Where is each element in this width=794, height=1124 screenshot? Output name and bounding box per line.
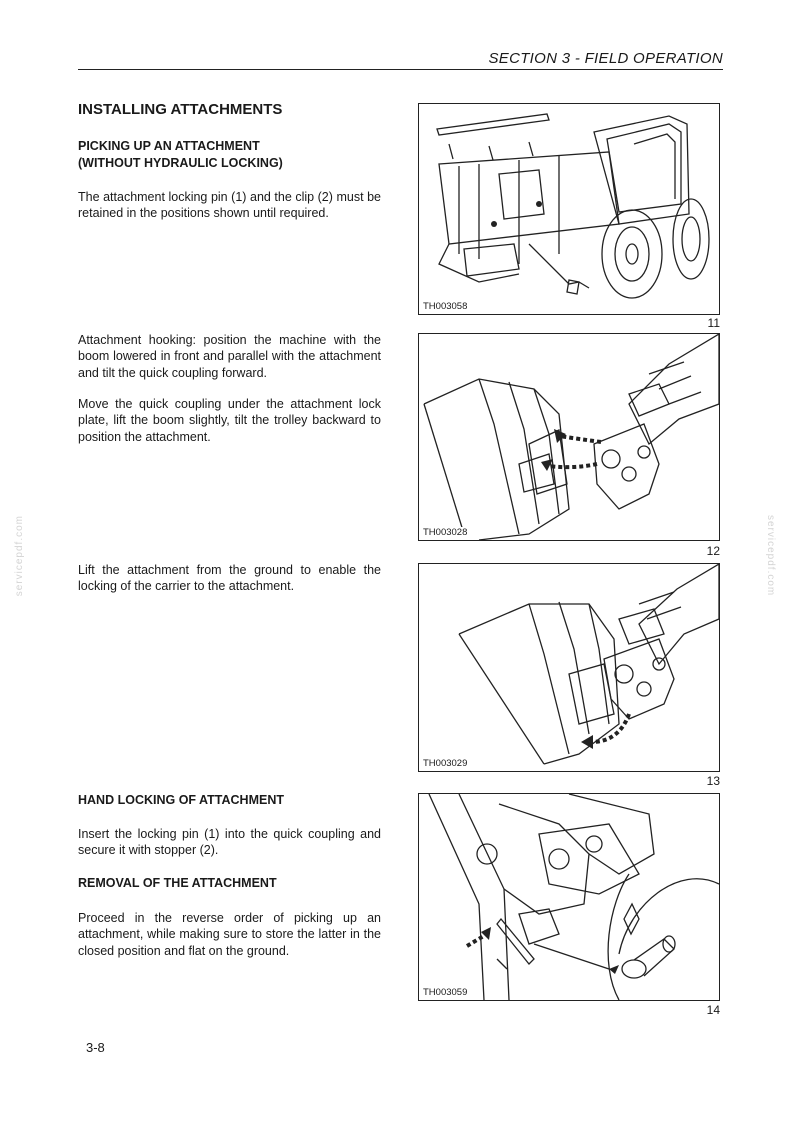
figure-13-code: TH003029	[422, 758, 469, 769]
figure-14-code: TH003059	[422, 987, 469, 998]
bucket-lifting-illustration	[458, 564, 719, 765]
bucket-hooking-illustration	[423, 334, 719, 540]
figure-11-number: 11	[707, 316, 720, 330]
header-rule	[78, 69, 723, 70]
hand-locking-title: HAND LOCKING OF ATTACHMENT	[78, 793, 284, 807]
picking-title-line1: PICKING UP AN ATTACHMENT	[78, 139, 260, 153]
removal-title: REMOVAL OF THE ATTACHMENT	[78, 876, 277, 890]
locking-pin-illustration	[428, 794, 719, 1000]
figure-13: TH003029	[418, 563, 720, 772]
picking-para2: Attachment hooking: position the machine…	[78, 333, 381, 380]
figure-12: TH003028	[418, 333, 720, 541]
figure-14: TH003059	[418, 793, 720, 1001]
watermark-right: servicepdf.com	[765, 515, 776, 597]
figure-11: TH003058	[418, 103, 720, 315]
figure-11-code: TH003058	[422, 301, 469, 312]
main-title: INSTALLING ATTACHMENTS	[78, 101, 283, 118]
picking-para1: The attachment locking pin (1) and the c…	[78, 190, 381, 221]
page-header-title: SECTION 3 - FIELD OPERATION	[488, 50, 723, 67]
figure-12-number: 12	[706, 544, 720, 558]
figure-13-number: 13	[706, 774, 720, 788]
figure-12-code: TH003028	[422, 527, 469, 538]
hand-locking-para: Insert the locking pin (1) into the quic…	[78, 827, 381, 858]
picking-para3: Move the quick coupling under the attach…	[78, 397, 381, 444]
removal-para: Proceed in the reverse order of picking …	[78, 911, 381, 958]
watermark-left: servicepdf.com	[14, 515, 25, 597]
telehandler-illustration	[436, 113, 710, 299]
page-number: 3-8	[86, 1040, 105, 1055]
picking-title-line2: (WITHOUT HYDRAULIC LOCKING)	[78, 156, 283, 170]
figure-14-number: 14	[706, 1003, 720, 1017]
picking-para4: Lift the attachment from the ground to e…	[78, 563, 381, 594]
